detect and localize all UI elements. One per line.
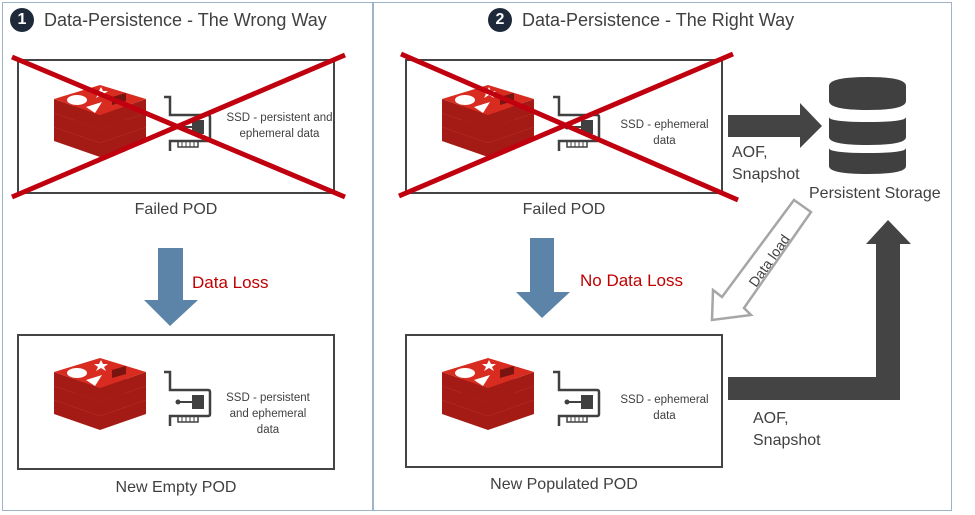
redis-logo-icon	[442, 358, 534, 430]
ssd-card-icon	[553, 370, 601, 426]
failed-cross-icon	[11, 52, 346, 200]
transition-arrow-icon	[144, 248, 198, 326]
aof-snapshot-label: AOF, Snapshot	[732, 144, 800, 183]
database-icon	[829, 77, 906, 174]
pod-label: Failed POD	[134, 201, 218, 218]
panel-1-header: 1 Data-Persistence - The Wrong Way	[10, 8, 327, 32]
failed-cross-icon	[398, 51, 739, 203]
persistent-storage-label: Persistent Storage	[809, 185, 941, 202]
pod-label: New Populated POD	[490, 476, 638, 493]
to-storage-elbow-arrow-icon	[728, 220, 911, 400]
panel-divider	[372, 2, 374, 511]
ssd-description: SSD - ephemeral data	[620, 394, 709, 422]
ssd-description: SSD - ephemeral data	[620, 119, 709, 147]
to-storage-arrow-icon	[728, 103, 822, 148]
no-data-loss-label: No Data Loss	[580, 271, 683, 290]
step-number-badge: 2	[488, 8, 512, 32]
pod-label: New Empty POD	[115, 479, 237, 496]
transition-arrow-icon	[516, 238, 570, 318]
aof-snapshot-label: AOF, Snapshot	[753, 410, 821, 449]
pod-label: Failed POD	[522, 201, 606, 218]
diagram-frame	[2, 2, 952, 511]
ssd-description: SSD - persistent and ephemeral data	[226, 112, 333, 140]
data-load-arrow-icon: Data load	[710, 198, 813, 322]
panel-title: Data-Persistence - The Right Way	[522, 9, 795, 30]
data-loss-label: Data Loss	[192, 273, 269, 292]
panel-title: Data-Persistence - The Wrong Way	[44, 9, 327, 30]
redis-logo-icon	[54, 358, 146, 430]
redis-logo-icon	[442, 85, 534, 157]
ssd-description: SSD - persistent and ephemeral data	[226, 392, 310, 436]
ssd-card-icon	[164, 370, 212, 426]
panel-2-header: 2 Data-Persistence - The Right Way	[488, 8, 794, 32]
step-number-badge: 1	[10, 8, 34, 32]
